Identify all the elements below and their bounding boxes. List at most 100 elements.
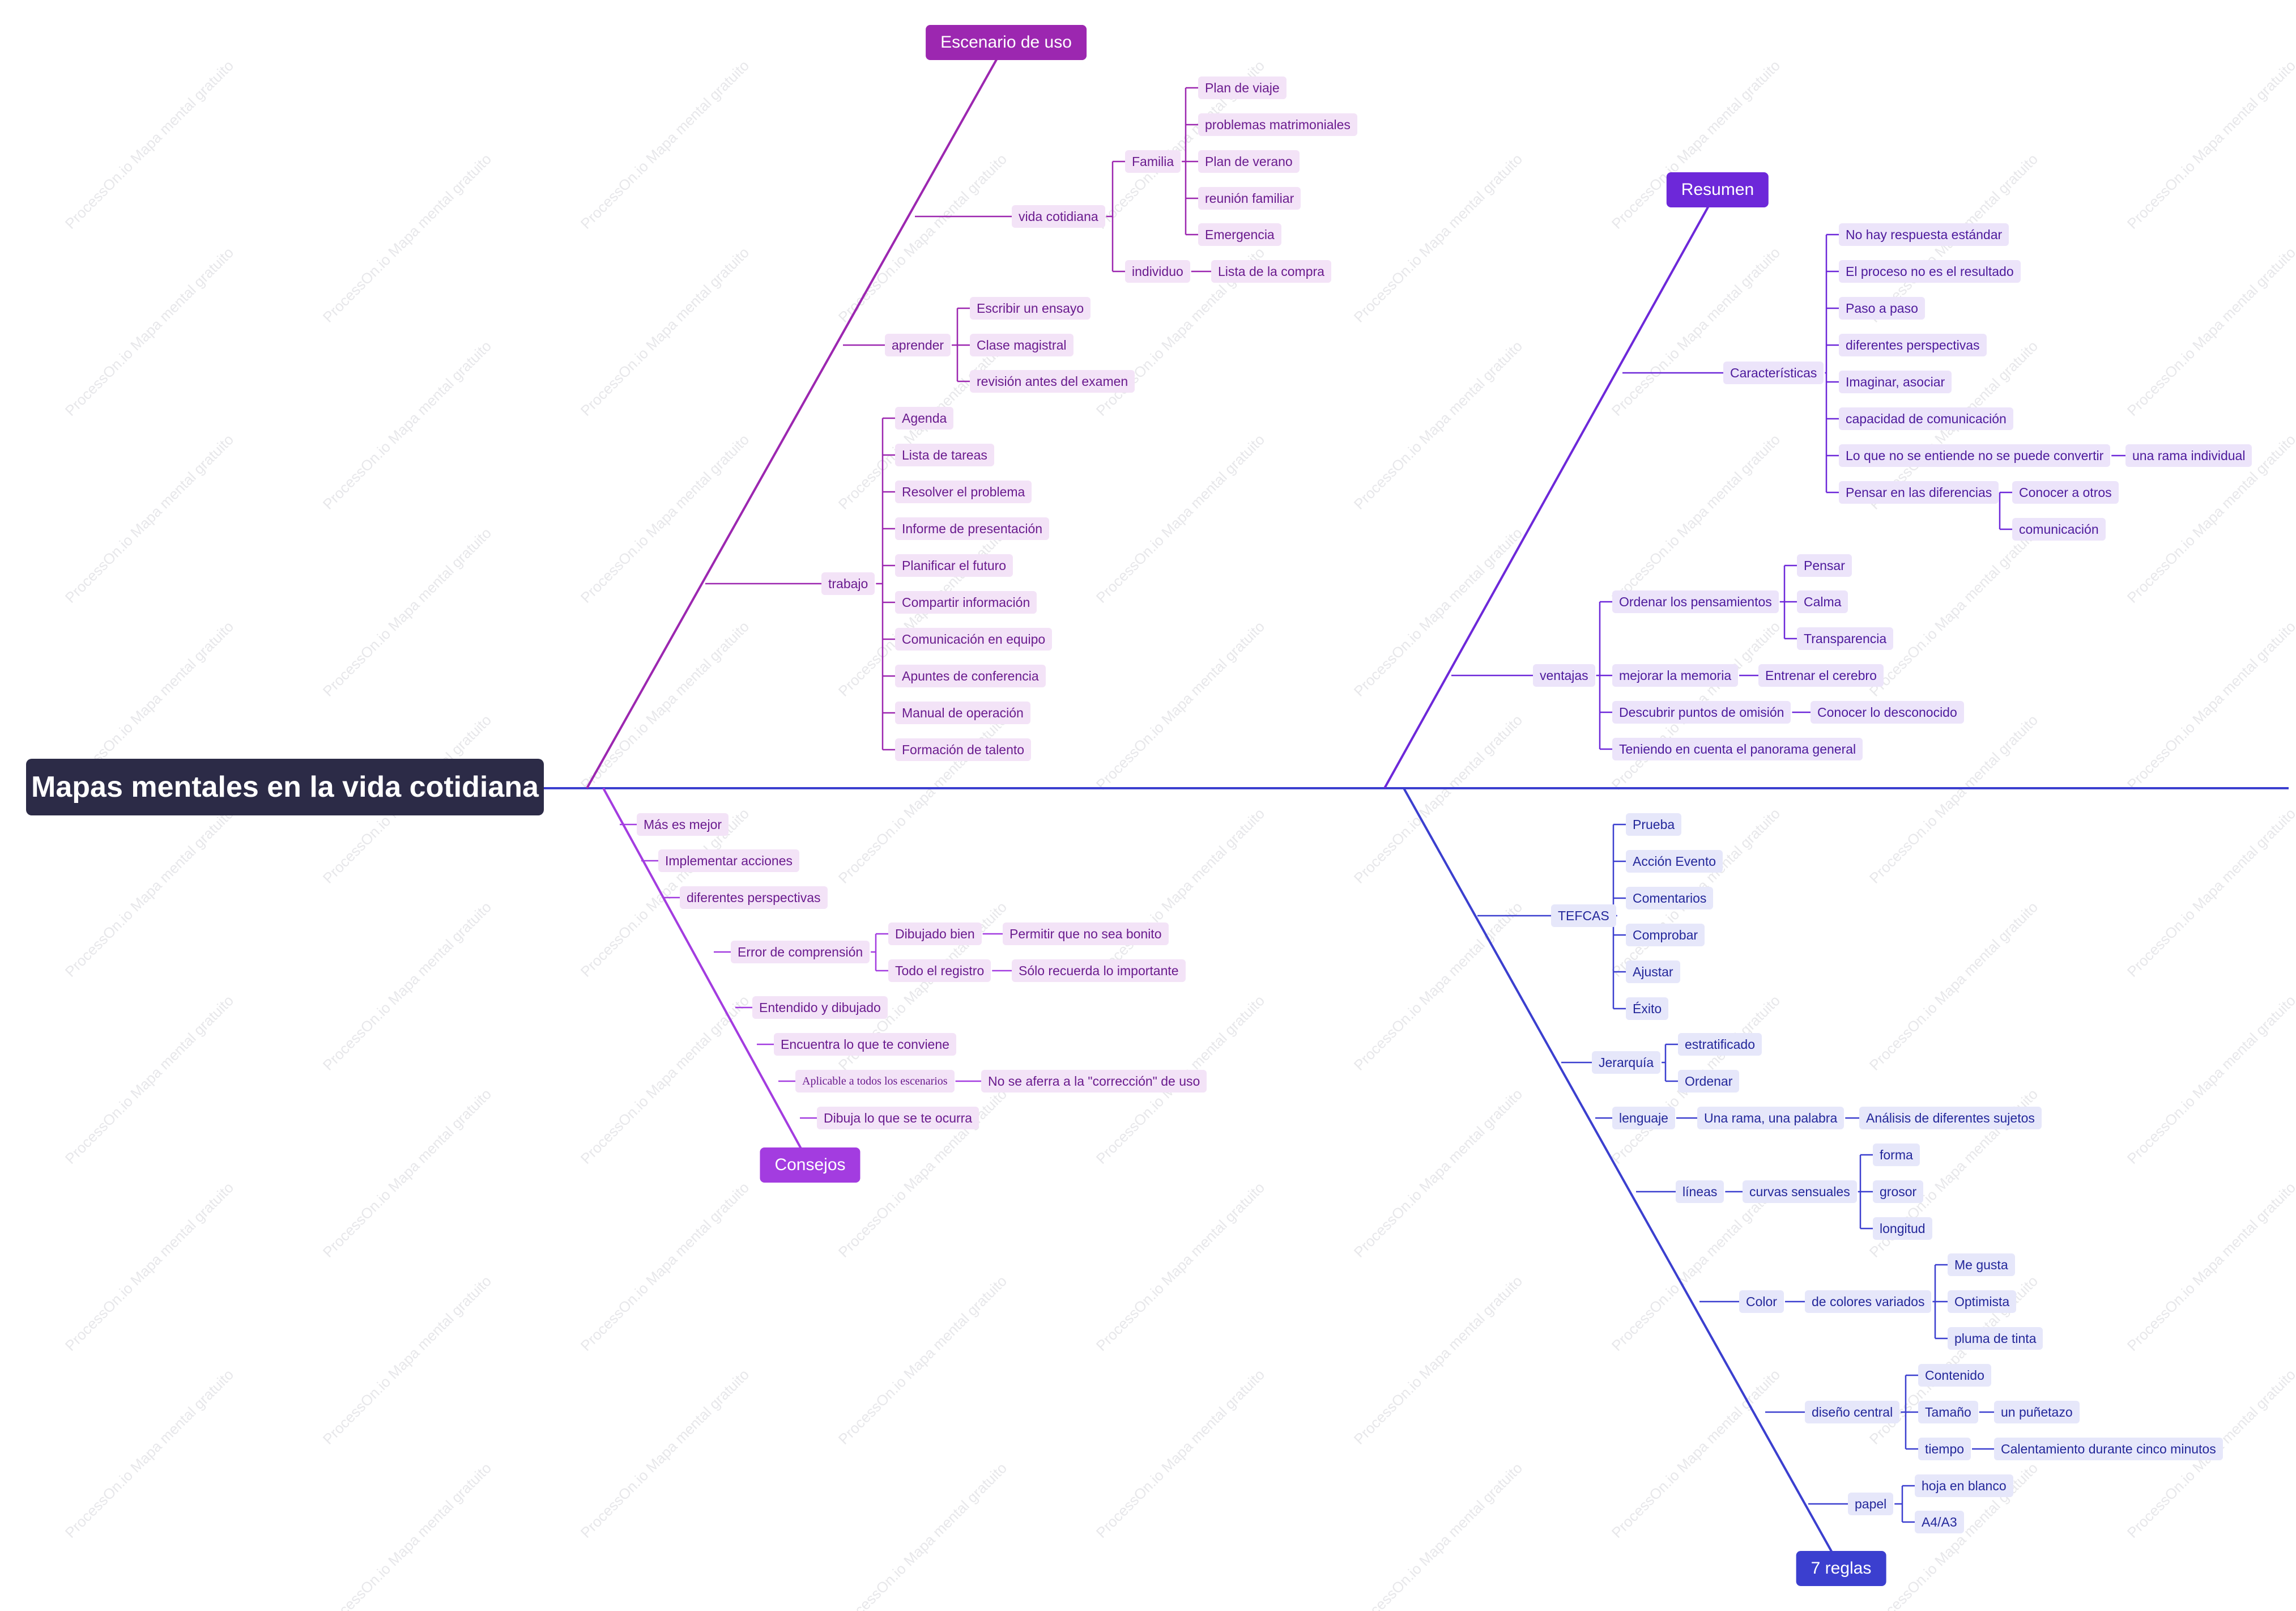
topic-ordenar-los-pensamientos[interactable]: Ordenar los pensamientos	[1612, 590, 1779, 613]
topic-mas-es-mejor[interactable]: Más es mejor	[637, 813, 729, 836]
topic-problemas-matrimoniales[interactable]: problemas matrimoniales	[1198, 113, 1357, 136]
topic-contenido[interactable]: Contenido	[1918, 1364, 1991, 1387]
topic-color[interactable]: Color	[1739, 1290, 1784, 1313]
topic-una-rama-individual[interactable]: una rama individual	[2125, 444, 2252, 467]
topic-error-de-comprension[interactable]: Error de comprensión	[731, 941, 870, 963]
topic-analisis-de-diferentes-sujetos[interactable]: Análisis de diferentes sujetos	[1859, 1107, 2042, 1129]
topic-clase-magistral[interactable]: Clase magistral	[970, 334, 1074, 356]
topic-aplicable-a-todos-los-escenarios[interactable]: Aplicable a todos los escenarios	[795, 1070, 955, 1093]
topic-dibuja-lo-que-se-te-ocurra[interactable]: Dibuja lo que se te ocurra	[817, 1107, 979, 1129]
topic-compartir-informacion[interactable]: Compartir información	[895, 591, 1037, 614]
topic-entrenar-el-cerebro[interactable]: Entrenar el cerebro	[1758, 664, 1884, 687]
topic-encuentra-lo-que-te-conviene[interactable]: Encuentra lo que te conviene	[774, 1033, 956, 1056]
topic-lo-que-no-se-entiende-no-se-puede-conver[interactable]: Lo que no se entiende no se puede conver…	[1839, 444, 2111, 467]
topic-jerarquia[interactable]: Jerarquía	[1592, 1051, 1661, 1074]
topic-papel[interactable]: papel	[1848, 1493, 1894, 1515]
topic-formacion-de-talento[interactable]: Formación de talento	[895, 738, 1032, 761]
topic-no-se-aferra-a-la-correccion-de-uso[interactable]: No se aferra a la "corrección" de uso	[981, 1070, 1207, 1093]
topic-familia[interactable]: Familia	[1125, 150, 1181, 173]
topic-escribir-un-ensayo[interactable]: Escribir un ensayo	[970, 297, 1091, 320]
topic-imaginar-asociar[interactable]: Imaginar, asociar	[1839, 371, 1952, 393]
topic-comentarios[interactable]: Comentarios	[1626, 887, 1714, 909]
topic-capacidad-de-comunicacion[interactable]: capacidad de comunicación	[1839, 407, 2013, 430]
topic-a4-a3[interactable]: A4/A3	[1915, 1511, 1964, 1533]
topic-reunion-familiar[interactable]: reunión familiar	[1198, 187, 1301, 210]
topic-pluma-de-tinta[interactable]: pluma de tinta	[1948, 1327, 2043, 1350]
topic-conocer-lo-desconocido[interactable]: Conocer lo desconocido	[1811, 701, 1964, 724]
topic-tefcas[interactable]: TEFCAS	[1551, 904, 1616, 927]
topic-lista-de-tareas[interactable]: Lista de tareas	[895, 444, 994, 466]
topic-revision-antes-del-examen[interactable]: revisión antes del examen	[970, 370, 1135, 393]
topic-tamano[interactable]: Tamaño	[1918, 1401, 1978, 1423]
topic-comprobar[interactable]: Comprobar	[1626, 924, 1705, 946]
branch-consejos[interactable]: Consejos	[760, 1147, 861, 1183]
topic-ordenar[interactable]: Ordenar	[1678, 1070, 1740, 1093]
topic-transparencia[interactable]: Transparencia	[1797, 627, 1894, 650]
topic-teniendo-en-cuenta-el-panorama-general[interactable]: Teniendo en cuenta el panorama general	[1612, 738, 1863, 760]
topic-de-colores-variados[interactable]: de colores variados	[1805, 1290, 1932, 1313]
topic-calma[interactable]: Calma	[1797, 590, 1848, 613]
topic-diferentes-perspectivas[interactable]: diferentes perspectivas	[1839, 334, 1987, 356]
topic-ajustar[interactable]: Ajustar	[1626, 960, 1680, 983]
topic-una-rama-una-palabra[interactable]: Una rama, una palabra	[1697, 1107, 1845, 1129]
branch-reglas[interactable]: 7 reglas	[1796, 1551, 1886, 1586]
topic-manual-de-operacion[interactable]: Manual de operación	[895, 702, 1030, 724]
topic-diferentes-perspectivas[interactable]: diferentes perspectivas	[680, 886, 828, 909]
root-topic[interactable]: Mapas mentales en la vida cotidiana	[26, 759, 544, 815]
topic-comunicacion[interactable]: comunicación	[2012, 518, 2106, 541]
topic-el-proceso-no-es-el-resultado[interactable]: El proceso no es el resultado	[1839, 260, 2021, 283]
topic-me-gusta[interactable]: Me gusta	[1948, 1253, 2015, 1276]
topic-todo-el-registro[interactable]: Todo el registro	[888, 959, 991, 982]
topic-no-hay-respuesta-estandar[interactable]: No hay respuesta estándar	[1839, 223, 2009, 246]
topic-grosor[interactable]: grosor	[1873, 1180, 1924, 1203]
topic-calentamiento-durante-cinco-minutos[interactable]: Calentamiento durante cinco minutos	[1994, 1438, 2223, 1460]
topic-conocer-a-otros[interactable]: Conocer a otros	[2012, 481, 2119, 504]
topic-optimista[interactable]: Optimista	[1948, 1290, 2017, 1313]
topic-plan-de-verano[interactable]: Plan de verano	[1198, 150, 1300, 173]
topic-prueba[interactable]: Prueba	[1626, 813, 1682, 836]
topic-mejorar-la-memoria[interactable]: mejorar la memoria	[1612, 664, 1739, 687]
topic-plan-de-viaje[interactable]: Plan de viaje	[1198, 76, 1287, 99]
topic-hoja-en-blanco[interactable]: hoja en blanco	[1915, 1474, 2013, 1497]
topic-agenda[interactable]: Agenda	[895, 407, 954, 430]
topic-planificar-el-futuro[interactable]: Planificar el futuro	[895, 554, 1013, 577]
topic-emergencia[interactable]: Emergencia	[1198, 223, 1281, 246]
topic-resolver-el-problema[interactable]: Resolver el problema	[895, 481, 1032, 503]
topic-diseno-central[interactable]: diseño central	[1805, 1401, 1900, 1423]
topic-longitud[interactable]: longitud	[1873, 1217, 1932, 1240]
topic-curvas-sensuales[interactable]: curvas sensuales	[1743, 1180, 1857, 1203]
topic-permitir-que-no-sea-bonito[interactable]: Permitir que no sea bonito	[1003, 923, 1169, 945]
topic-lenguaje[interactable]: lenguaje	[1612, 1107, 1675, 1129]
topic-accion-evento[interactable]: Acción Evento	[1626, 850, 1723, 873]
topic-trabajo[interactable]: trabajo	[821, 572, 875, 595]
topic-un-punetazo[interactable]: un puñetazo	[1994, 1401, 2080, 1423]
topic-lineas[interactable]: líneas	[1676, 1180, 1724, 1203]
topic-apuntes-de-conferencia[interactable]: Apuntes de conferencia	[895, 665, 1046, 687]
topic-caracteristicas[interactable]: Características	[1723, 362, 1824, 384]
topic-estratificado[interactable]: estratificado	[1678, 1033, 1762, 1056]
topic-implementar-acciones[interactable]: Implementar acciones	[658, 849, 799, 872]
topic-forma[interactable]: forma	[1873, 1144, 1920, 1166]
topic-entendido-y-dibujado[interactable]: Entendido y dibujado	[752, 996, 888, 1019]
topic-comunicacion-en-equipo[interactable]: Comunicación en equipo	[895, 628, 1053, 651]
root-title: Mapas mentales en la vida cotidiana	[31, 771, 539, 804]
topic-informe-de-presentacion[interactable]: Informe de presentación	[895, 517, 1050, 540]
topic-vida-cotidiana[interactable]: vida cotidiana	[1012, 205, 1105, 228]
topic-dibujado-bien[interactable]: Dibujado bien	[888, 923, 982, 945]
topic-lista-de-la-compra[interactable]: Lista de la compra	[1211, 260, 1331, 283]
topic-ventajas[interactable]: ventajas	[1533, 664, 1595, 687]
topic-aprender[interactable]: aprender	[885, 334, 951, 356]
branch-escenario[interactable]: Escenario de uso	[926, 25, 1087, 60]
topic-pensar[interactable]: Pensar	[1797, 554, 1852, 577]
branch-resumen[interactable]: Resumen	[1666, 172, 1769, 207]
topic-pensar-en-las-diferencias[interactable]: Pensar en las diferencias	[1839, 481, 1999, 504]
topic-paso-a-paso[interactable]: Paso a paso	[1839, 297, 1925, 320]
topic-individuo[interactable]: individuo	[1125, 260, 1190, 283]
topic-exito[interactable]: Éxito	[1626, 997, 1669, 1020]
topic-descubrir-puntos-de-omision[interactable]: Descubrir puntos de omisión	[1612, 701, 1791, 724]
topic-tiempo[interactable]: tiempo	[1918, 1438, 1971, 1460]
topic-solo-recuerda-lo-importante[interactable]: Sólo recuerda lo importante	[1012, 959, 1186, 982]
